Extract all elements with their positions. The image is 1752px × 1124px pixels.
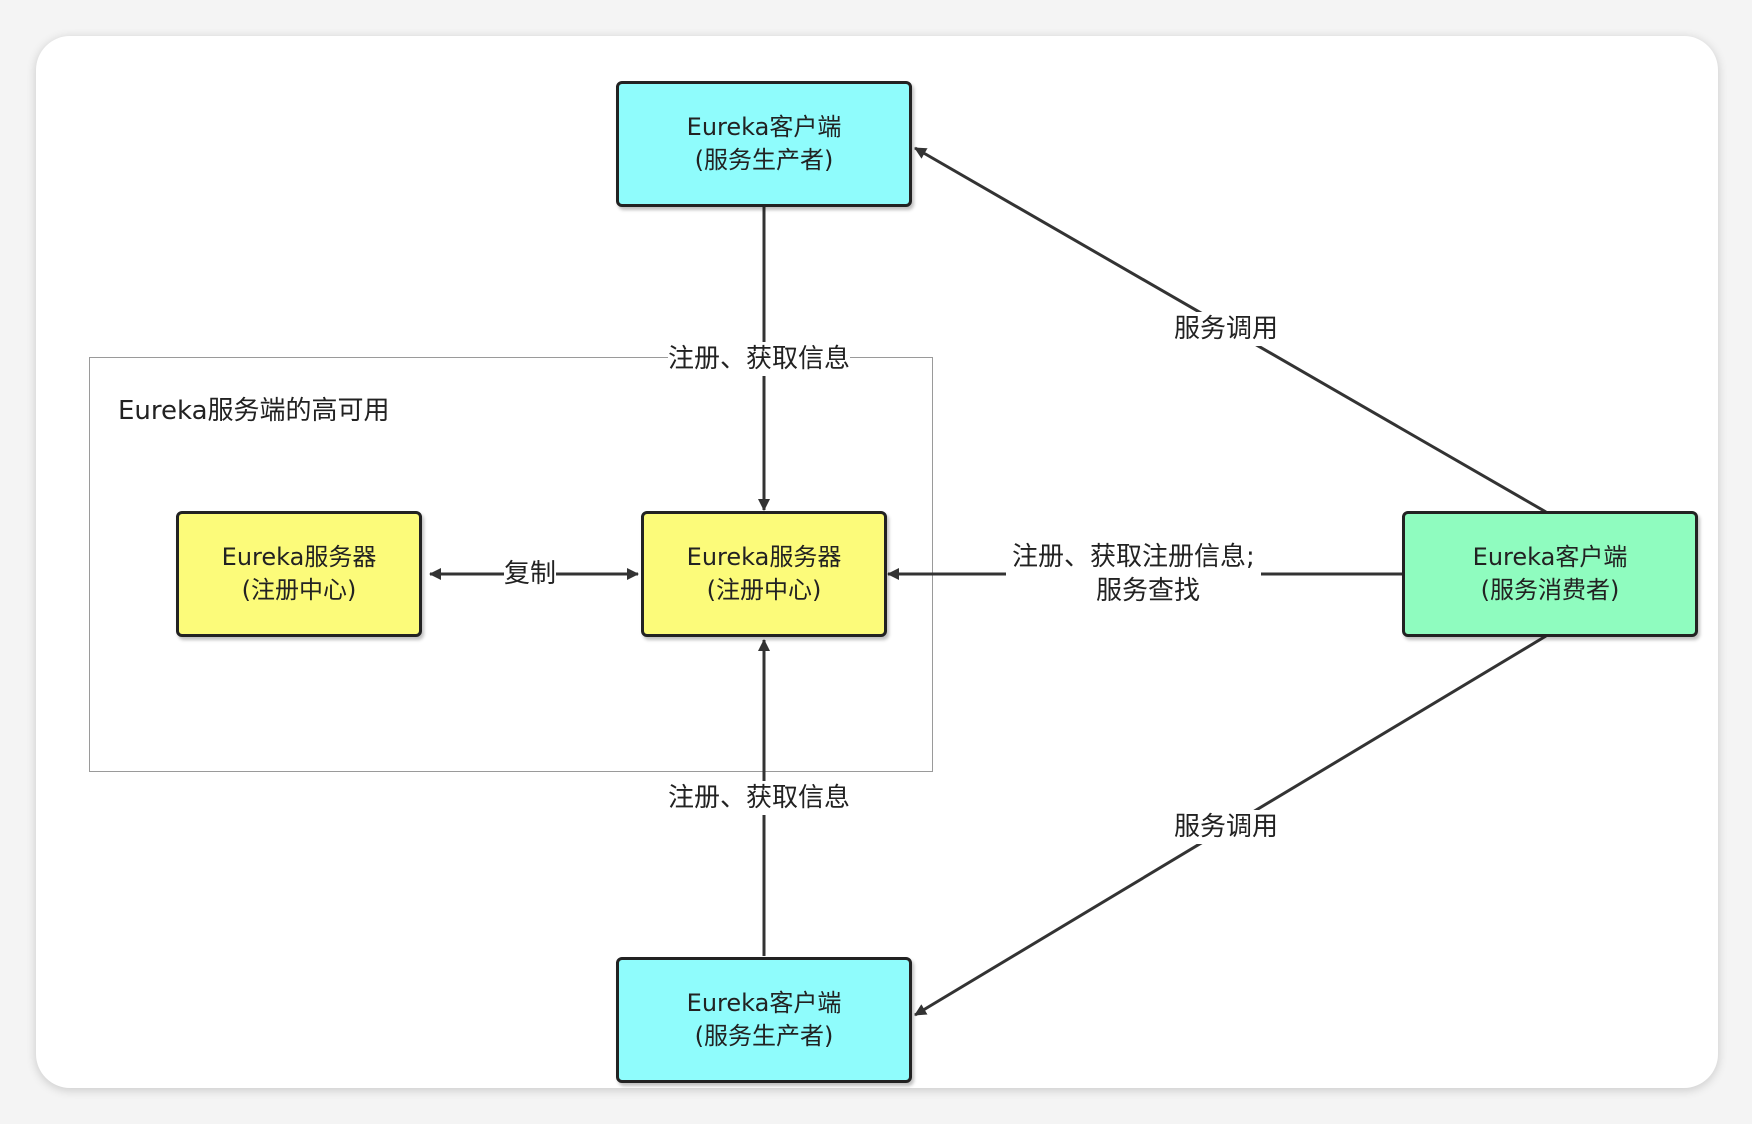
label-replicate: 复制	[504, 557, 557, 591]
node-producer-bottom-subtitle: (服务生产者)	[694, 1022, 834, 1050]
node-server-left: Eureka服务器 (注册中心)	[176, 511, 422, 637]
node-consumer-subtitle: (服务消费者)	[1480, 576, 1620, 604]
node-consumer-title: Eureka客户端	[1472, 543, 1628, 571]
label-top-register: 注册、获取信息	[668, 342, 851, 376]
label-bottom-register: 注册、获取信息	[668, 781, 851, 815]
node-producer-bottom: Eureka客户端 (服务生产者)	[616, 957, 912, 1083]
group-title: Eureka服务端的高可用	[118, 396, 390, 426]
label-consumer-register-line1: 注册、获取注册信息;	[1012, 542, 1255, 572]
node-producer-top-subtitle: (服务生产者)	[694, 146, 834, 174]
node-producer-top-title: Eureka客户端	[686, 113, 842, 141]
label-invoke-bottom: 服务调用	[1174, 810, 1279, 844]
label-invoke-top: 服务调用	[1174, 312, 1279, 346]
node-server-left-title: Eureka服务器	[221, 543, 377, 571]
node-consumer: Eureka客户端 (服务消费者)	[1402, 511, 1698, 637]
label-consumer-register-line2: 服务查找	[1096, 576, 1201, 606]
node-producer-top: Eureka客户端 (服务生产者)	[616, 81, 912, 207]
node-server-center-subtitle: (注册中心)	[706, 576, 822, 604]
node-producer-bottom-title: Eureka客户端	[686, 989, 842, 1017]
label-consumer-register: 注册、获取注册信息; 服务查找	[1006, 540, 1261, 608]
node-server-center: Eureka服务器 (注册中心)	[641, 511, 887, 637]
node-server-left-subtitle: (注册中心)	[241, 576, 357, 604]
node-server-center-title: Eureka服务器	[686, 543, 842, 571]
high-availability-group	[89, 357, 933, 772]
